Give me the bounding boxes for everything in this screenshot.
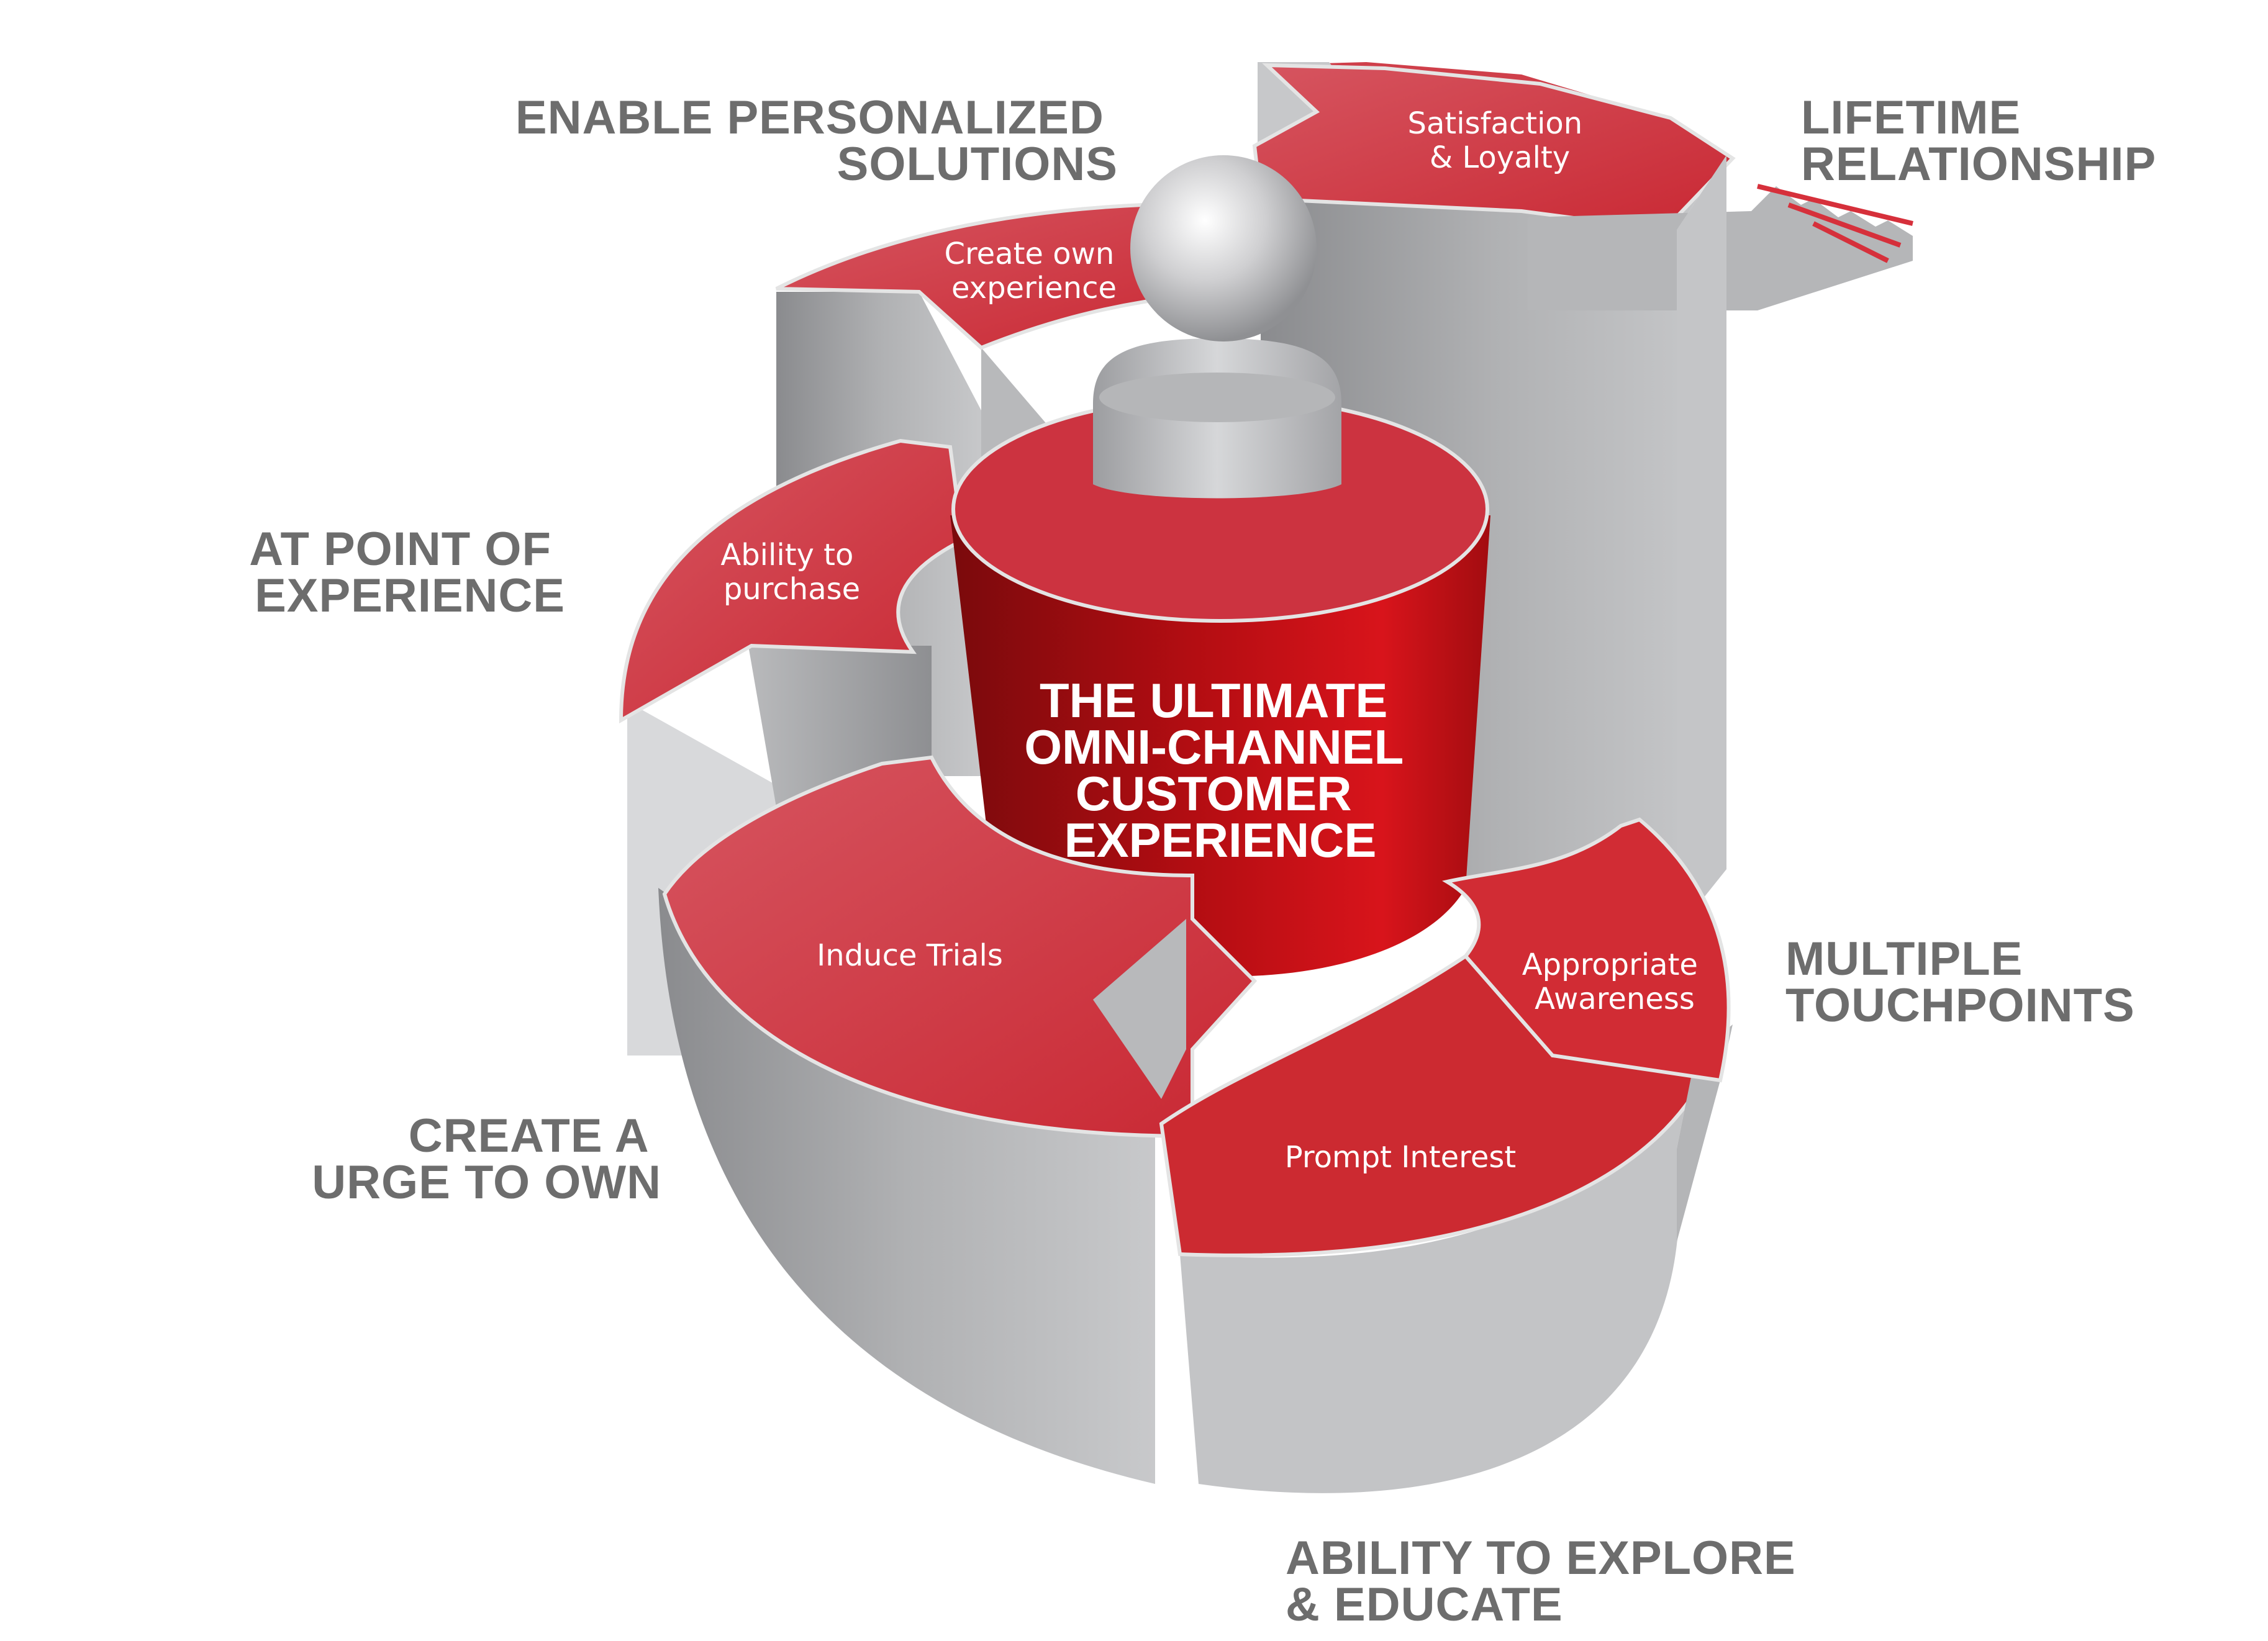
outer-label-urge-to-own: CREATE A URGE TO OWN — [312, 1110, 661, 1209]
tower-top-surface — [1252, 63, 1736, 232]
segment-appropriate-awareness — [1442, 817, 1733, 1242]
prompt-wall — [1180, 1056, 1695, 1493]
person-figure — [1093, 155, 1341, 499]
person-body-top — [1099, 373, 1335, 422]
tower-step-edge-2 — [1787, 202, 1902, 248]
center-title: THE ULTIMATE OMNI-CHANNEL CUSTOMER EXPER… — [1024, 673, 1416, 867]
trials-arrow-gap — [1093, 919, 1186, 1099]
label-prompt-interest: Prompt Interest — [1285, 1140, 1516, 1175]
awareness-top — [1442, 817, 1731, 1083]
outer-label-point-of-experience: AT POINT OF EXPERIENCE — [249, 523, 565, 622]
tower-step-edge-1 — [1757, 184, 1913, 226]
tower-side — [1677, 155, 1726, 931]
label-appropriate-awareness: Appropriate Awareness — [1522, 947, 1707, 1016]
outer-label-multiple-touchpoints: MULTIPLE TOUCHPOINTS — [1785, 933, 2135, 1032]
label-ability-purchase: Ability to purchase — [720, 538, 863, 607]
segment-induce-trials — [658, 755, 1258, 1484]
outer-label-enable-personalized: ENABLE PERSONALIZED SOLUTIONS — [515, 91, 1118, 191]
trials-top — [662, 755, 1258, 1139]
tower-step-edge-3 — [1812, 221, 1889, 263]
central-cylinder — [950, 396, 1490, 977]
label-induce-trials: Induce Trials — [817, 938, 1003, 973]
outer-label-explore-educate: ABILITY TO EXPLORE & EDUCATE — [1286, 1532, 1810, 1631]
person-head — [1130, 155, 1317, 341]
label-create-own: Create own experience — [944, 237, 1123, 305]
label-satisfaction: Satisfaction & Loyalty — [1408, 106, 1592, 175]
outer-label-lifetime: LIFETIME RELATIONSHIP — [1801, 91, 2156, 191]
purchase-top — [619, 438, 965, 724]
cylinder-body — [950, 515, 1490, 977]
